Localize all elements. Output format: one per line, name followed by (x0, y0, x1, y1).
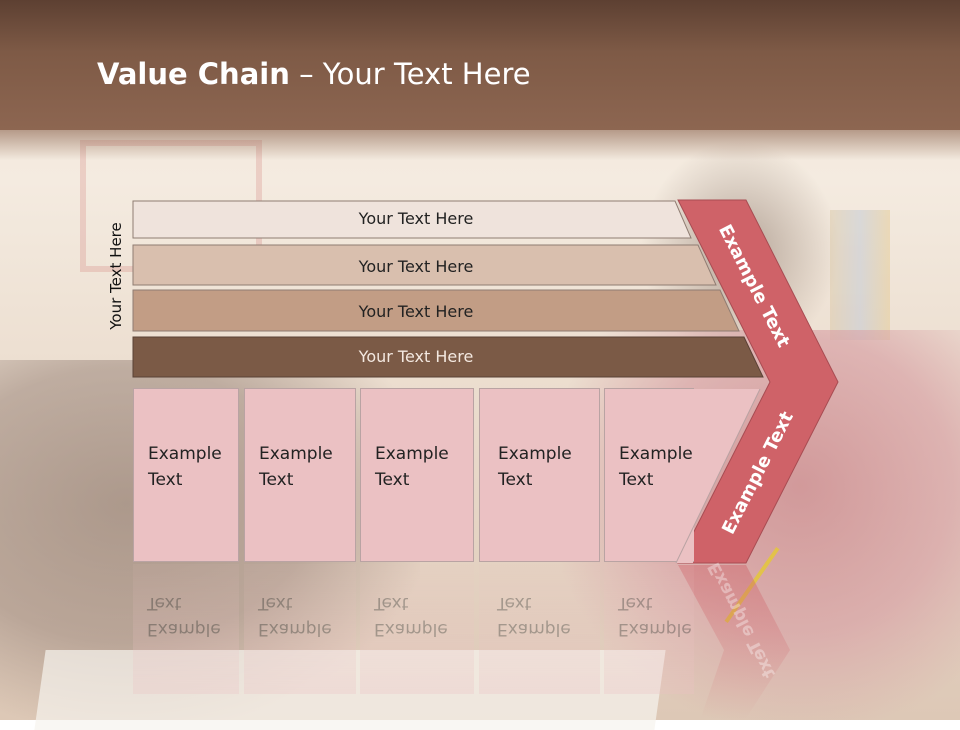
title-band-fade (0, 130, 960, 160)
chevron-arrow[interactable] (677, 199, 839, 564)
activity-box-line1: Example (498, 444, 572, 464)
activity-box-line1: Example (375, 444, 449, 464)
slide-title-rest: – Your Text Here (289, 57, 531, 91)
slide-title-bold: Value Chain (97, 57, 290, 91)
row-bar-2[interactable] (132, 244, 717, 286)
row-label-3: Your Text Here (358, 302, 474, 321)
row-label-1: Your Text Here (358, 209, 474, 228)
row-label-4: Your Text Here (358, 347, 474, 366)
row-bar-4[interactable] (132, 336, 764, 378)
activity-box-line2: Text (148, 470, 183, 490)
activity-box-line1: Example (619, 444, 693, 464)
activity-box-line2: Text (259, 470, 294, 490)
row-bar-1[interactable] (132, 200, 692, 239)
activity-box-line2: Text (375, 470, 410, 490)
activity-box-line1: Example (259, 444, 333, 464)
activity-box-line2: Text (498, 470, 533, 490)
title-band (0, 0, 960, 130)
activity-box-line1: Example (148, 444, 222, 464)
row-label-2: Your Text Here (358, 257, 474, 276)
chevron-reflection (678, 565, 790, 720)
background-bookshelf (830, 210, 890, 340)
activity-box-line2: Text (619, 470, 654, 490)
slide-title[interactable]: Value Chain – Your Text Here (97, 56, 531, 96)
row-bar-3[interactable] (132, 289, 740, 332)
